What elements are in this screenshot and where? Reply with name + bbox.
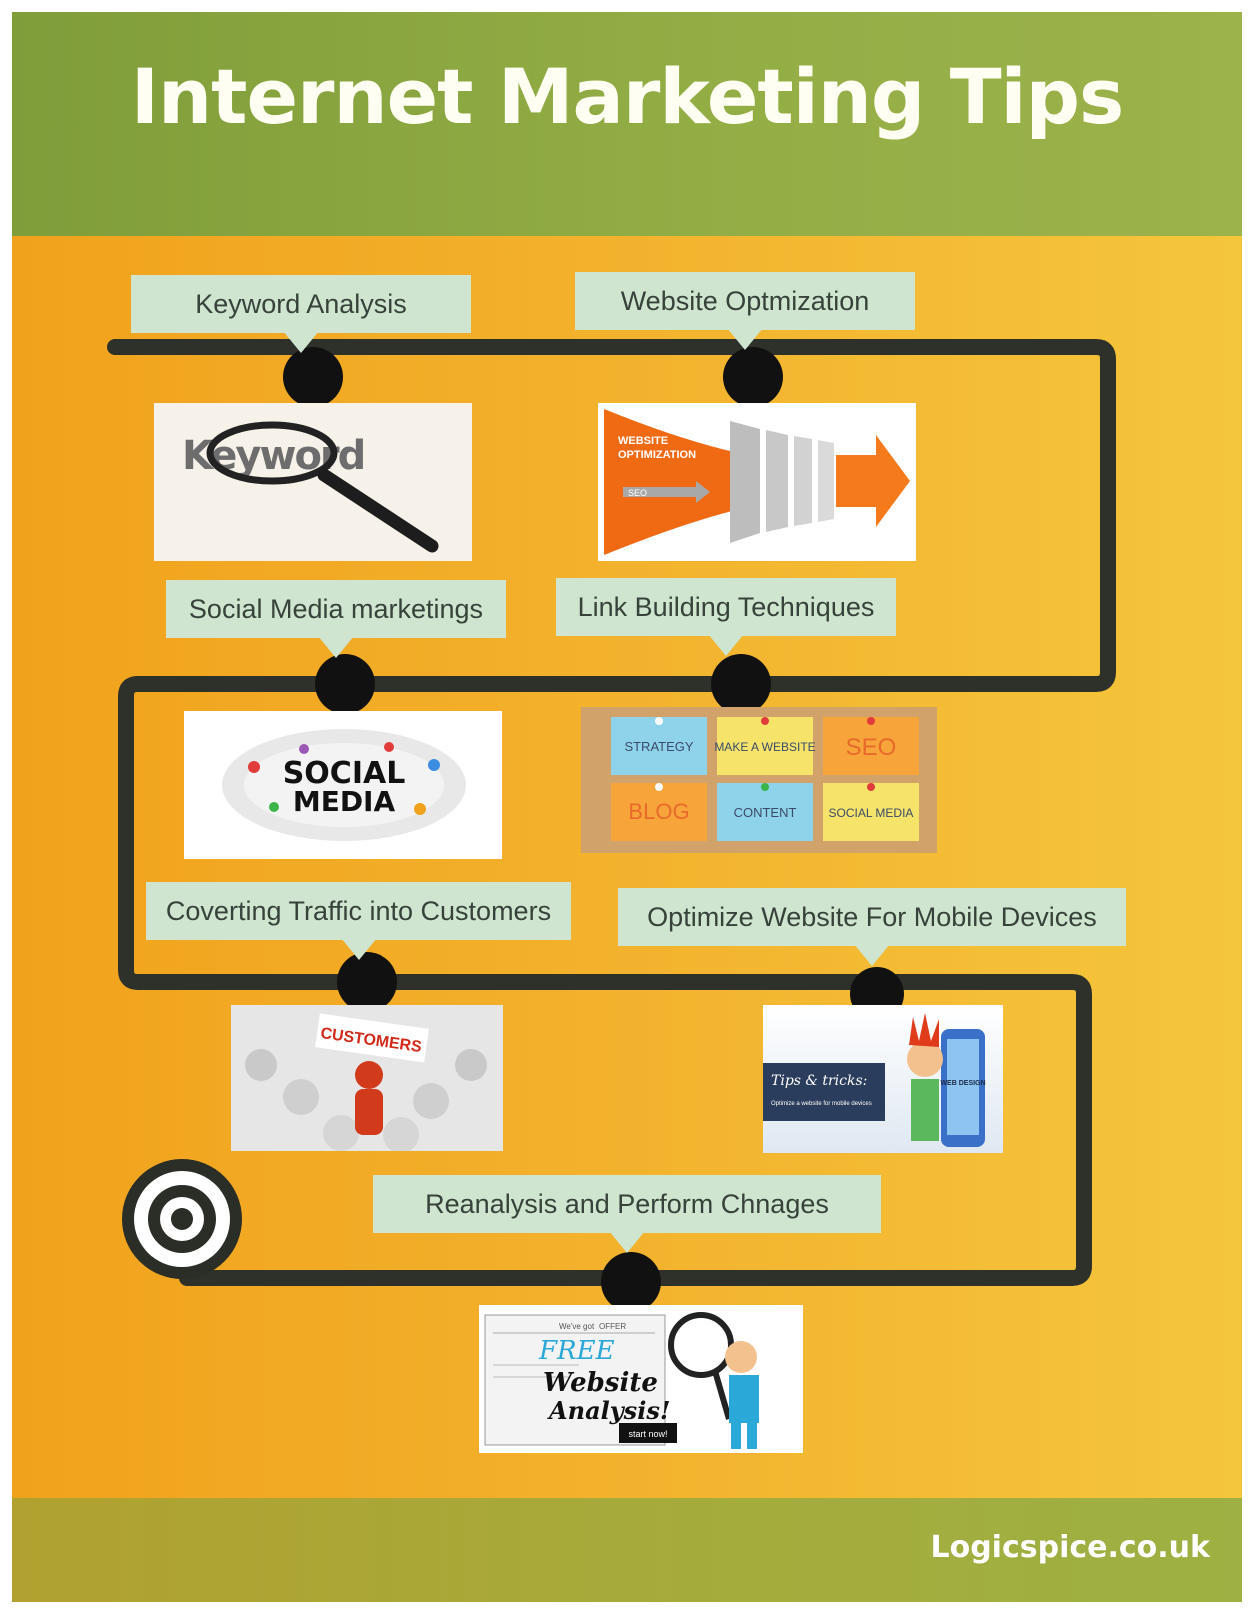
svg-text:start now!: start now! [628,1429,667,1439]
magnifier-icon: Keyword [182,421,439,553]
analysis-image: We've got OFFER FREE Website Analysis! s… [479,1305,803,1453]
track-path [107,339,1116,1312]
optimization-image: WEBSITE OPTIMIZATION SEO [598,403,916,561]
brand-logo[interactable]: Logicspice.co.uk [930,1530,1210,1565]
step-label-social-media: Social Media marketings [166,580,506,658]
target-icon [122,1159,242,1279]
keyword-image: Keyword [154,403,472,561]
track-node [711,654,771,714]
svg-text:Website: Website [543,1368,658,1398]
step-label-reanalysis: Reanalysis and Perform Chnages [373,1175,881,1253]
svg-text:SEO: SEO [628,488,647,498]
step-label-mobile-optimization: Optimize Website For Mobile Devices [618,888,1126,966]
svg-text:OPTIMIZATION: OPTIMIZATION [618,449,696,461]
svg-text:CONTENT: CONTENT [734,805,797,820]
svg-text:FREE: FREE [538,1336,615,1366]
track-node [315,654,375,714]
step-label-converting-traffic: Coverting Traffic into Customers [146,882,571,960]
track-node [337,952,397,1012]
svg-text:OFFER: OFFER [599,1322,626,1331]
infographic: Internet Marketing Tips Keyword Analysis… [12,12,1242,1602]
svg-text:WEBSITE: WEBSITE [618,435,668,447]
svg-text:We've got: We've got [559,1322,595,1331]
svg-text:MAKE A WEBSITE: MAKE A WEBSITE [714,740,815,754]
svg-text:Tips & tricks:: Tips & tricks: [771,1073,867,1089]
step-label-website-optimization: Website Optmization [575,272,915,350]
page-title: Internet Marketing Tips [130,52,1125,141]
track-node [601,1252,661,1312]
svg-text:SOCIAL: SOCIAL [283,756,406,791]
svg-text:Optimize a website for mobile: Optimize a website for mobile devices [771,1101,872,1107]
customers-image: CUSTOMERS [231,1005,503,1151]
svg-text:SOCIAL MEDIA: SOCIAL MEDIA [829,806,914,820]
footer-banner: Logicspice.co.uk [12,1498,1242,1602]
social-media-image: SOCIAL MEDIA [184,711,502,859]
svg-text:STRATEGY: STRATEGY [624,739,693,754]
header-banner: Internet Marketing Tips [12,12,1242,236]
svg-text:BLOG: BLOG [628,799,689,824]
svg-text:SEO: SEO [846,734,897,761]
track-node [723,347,783,407]
track-node [283,347,343,407]
mobile-image: Tips & tricks: Optimize a website for mo… [763,1005,1003,1153]
step-label-keyword-analysis: Keyword Analysis [131,275,471,353]
link-building-image: STRATEGY MAKE A WEBSITE SEO BLOG CONTENT… [581,707,937,853]
svg-text:WEB DESIGN: WEB DESIGN [940,1080,985,1087]
svg-text:Analysis!: Analysis! [547,1396,670,1425]
step-label-link-building: Link Building Techniques [556,578,896,656]
svg-text:MEDIA: MEDIA [293,785,396,818]
